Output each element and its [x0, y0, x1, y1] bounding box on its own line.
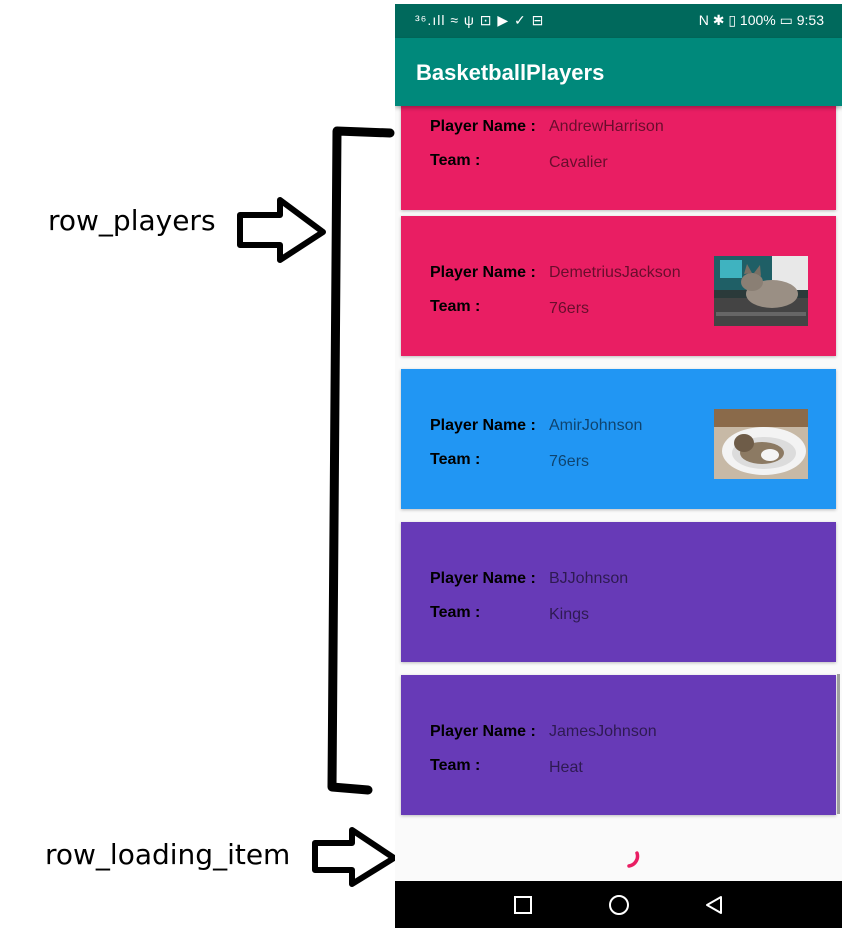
player-name-label: Player Name :	[430, 570, 536, 587]
loading-row	[395, 819, 842, 882]
team-name: Kings	[549, 606, 590, 623]
player-name: DemetriusJackson	[549, 264, 681, 281]
player-photo-cat-in-sink	[714, 409, 808, 479]
row-loading-item-annotation-label: row_loading_item	[45, 838, 291, 871]
player-name: JamesJohnson	[549, 723, 657, 740]
player-photo-cat-on-keyboard	[714, 256, 808, 326]
row-players-arrow-icon	[237, 197, 326, 263]
player-name-label: Player Name :	[430, 417, 536, 434]
status-icons-right: N ✱ ▯ 100% ▭ 9:53	[698, 12, 824, 28]
team-name: Heat	[549, 759, 583, 776]
team-label: Team :	[430, 298, 481, 315]
phone-screen: Player Name : AndrewHarrison Team : Cava…	[395, 4, 842, 928]
player-name: BJJohnson	[549, 570, 629, 587]
row-players-annotation-label: row_players	[48, 204, 216, 237]
back-triangle-icon[interactable]	[702, 893, 726, 917]
player-name: AndrewHarrison	[549, 118, 664, 135]
team-label: Team :	[430, 604, 481, 621]
team-name: 76ers	[549, 453, 590, 470]
row-loading-arrow-icon	[312, 827, 397, 887]
navigation-bar	[395, 881, 842, 928]
loading-spinner-icon	[627, 851, 640, 868]
recents-square-icon[interactable]	[511, 893, 535, 917]
player-name-label: Player Name :	[430, 118, 536, 135]
team-name: Cavalier	[549, 154, 608, 171]
team-label: Team :	[430, 451, 481, 468]
team-label: Team :	[430, 757, 481, 774]
team-label: Team :	[430, 152, 481, 169]
team-name: 76ers	[549, 300, 590, 317]
player-row[interactable]: Player Name : BJJohnson Team : Kings	[401, 522, 836, 662]
player-row[interactable]: Player Name : JamesJohnson Team : Heat	[401, 675, 836, 815]
home-circle-icon[interactable]	[607, 893, 631, 917]
player-row[interactable]: Player Name : AmirJohnson Team : 76ers	[401, 369, 836, 509]
player-name: AmirJohnson	[549, 417, 643, 434]
app-bar: BasketballPlayers	[395, 38, 842, 106]
player-name-label: Player Name :	[430, 264, 536, 281]
player-name-label: Player Name :	[430, 723, 536, 740]
app-title: BasketballPlayers	[416, 60, 605, 85]
status-icons-left: ³⁶.ıll ≈ ψ ⊡ ▶ ✓ ⊟	[415, 12, 545, 28]
scrollbar[interactable]	[837, 674, 840, 814]
status-bar: ³⁶.ıll ≈ ψ ⊡ ▶ ✓ ⊟ N ✱ ▯ 100% ▭ 9:53	[395, 4, 842, 38]
row-players-bracket	[327, 126, 395, 795]
player-row[interactable]: Player Name : DemetriusJackson Team : 76…	[401, 216, 836, 356]
